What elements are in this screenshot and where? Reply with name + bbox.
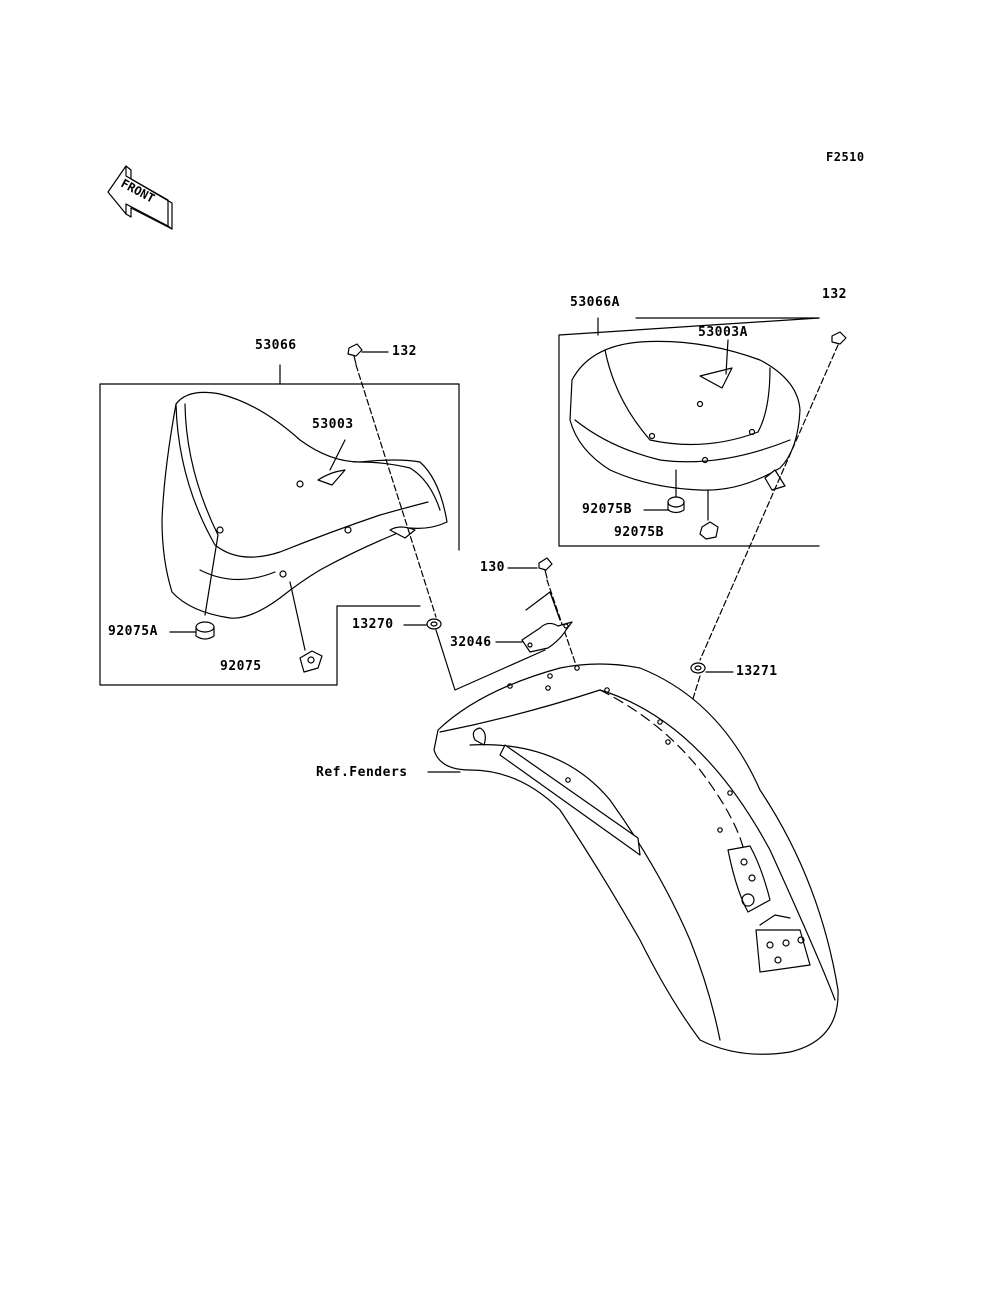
nut-92075b-lower [699,521,719,540]
part-label-13271: 13271 [736,664,778,679]
part-label-92075a: 92075A [108,624,158,639]
grommet-92075b-upper [667,496,685,514]
nut-13271 [690,662,706,674]
nut-13270 [426,618,442,630]
part-label-32046: 32046 [450,635,492,650]
part-label-13270: 13270 [352,617,394,632]
rear-seat [569,340,801,491]
part-label-130: 130 [480,560,505,575]
figure-code: F2510 [826,150,865,164]
part-label-53066: 53066 [255,338,297,353]
front-arrow-icon: FRONT [107,165,173,230]
rear-fender [433,663,839,1055]
grommet-92075a [195,621,215,640]
bracket-32046 [521,591,573,653]
bolt-130 [538,557,553,579]
rear-seat-group-box [558,317,820,547]
front-seat-group-box [99,364,460,686]
part-label-92075: 92075 [220,659,262,674]
front-seat [161,391,448,651]
part-label-132-front: 132 [392,344,417,359]
part-label-92075b-lower: 92075B [614,525,664,540]
bolt-132-rear [831,331,847,345]
part-label-53003a: 53003A [698,325,748,340]
part-label-53066a: 53066A [570,295,620,310]
part-label-53003: 53003 [312,417,354,432]
bolt-132-front [347,343,363,365]
part-label-132-rear: 132 [822,287,847,302]
part-label-92075b-upper: 92075B [582,502,632,517]
ref-fenders-label: Ref.Fenders [316,765,408,780]
nut-92075 [299,650,323,673]
